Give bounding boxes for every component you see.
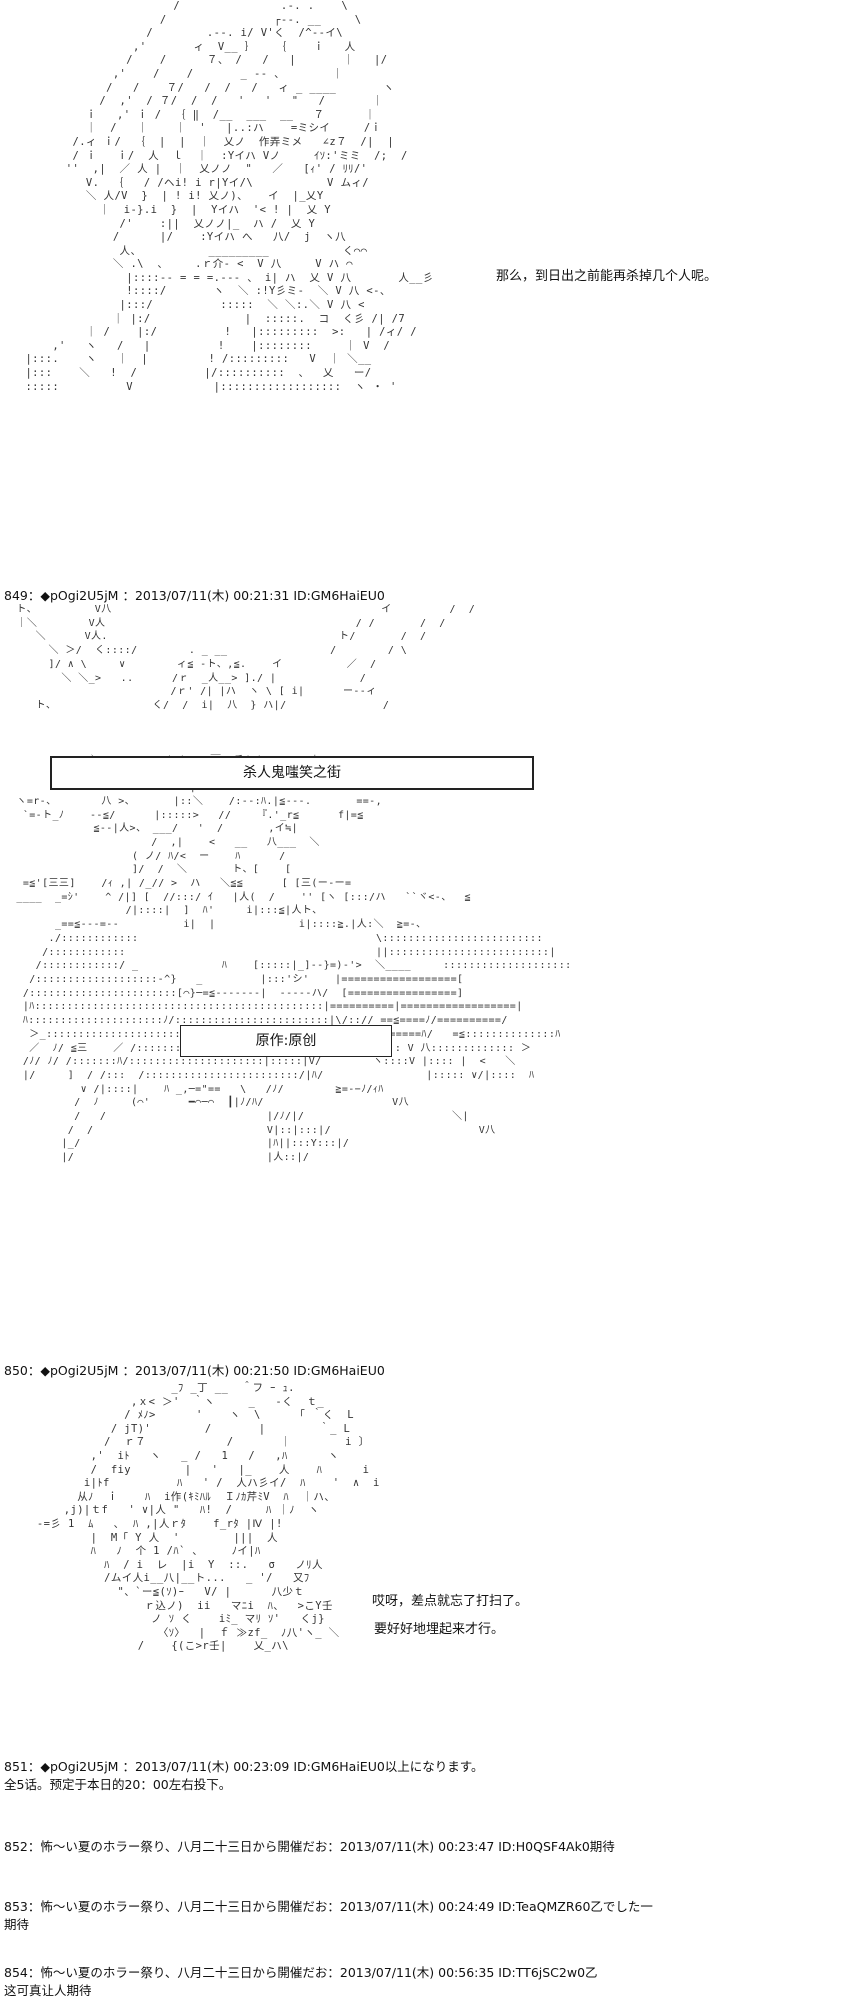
post-851-header: 851：◆pOgi2U5jM ：2013/07/11(木) 00:23:09 I… (4, 1759, 484, 1774)
ascii-art-figure-3: _ﾌ _丁 __ ＾フ ｰ ｭ. ,ｘ< ＞' ｀ヽ _ -く ｔ_ / ﾒﾉ>… (36, 1382, 380, 1653)
post-853-body: 期待 (4, 1917, 30, 1932)
speech-text-2b: 要好好地埋起来才行。 (374, 1622, 505, 1637)
ascii-art-figure-2: ト、 V八 イ / / ｜＼ V人 / / / / ＼ V人. ト/ / / (16, 604, 572, 1164)
title-box: 杀人鬼嗤笑之街 (50, 756, 534, 790)
credit-text: 原作:原创 (255, 1033, 317, 1049)
post-849-header: 849：◆pOgi2U5jM ：2013/07/11(木) 00:21:31 I… (4, 588, 385, 603)
post-854: 854：怖～い夏のホラー祭り、八月二十三日から開催だお：2013/07/11(木… (4, 1965, 598, 1980)
speech-text-1: 那么，到日出之前能再杀掉几个人呢。 (496, 269, 718, 284)
post-853: 853：怖～い夏のホラー祭り、八月二十三日から開催だお：2013/07/11(木… (4, 1899, 653, 1914)
post-851-body: 全5话。预定于本日的20：00左右投下。 (4, 1777, 232, 1792)
title-text: 杀人鬼嗤笑之街 (243, 765, 341, 781)
post-850-header: 850：◆pOgi2U5jM ：2013/07/11(木) 00:21:50 I… (4, 1363, 385, 1378)
credit-box: 原作:原创 (180, 1025, 392, 1057)
speech-text-2a: 哎呀，差点就忘了打扫了。 (372, 1594, 529, 1609)
ascii-art-figure-1: / .-. . \ / ┌--. __ \ / .--. i/ V'く /^--… (25, 0, 434, 393)
post-854-body: 这可真让人期待 (4, 1983, 92, 1998)
post-852: 852：怖～い夏のホラー祭り、八月二十三日から開催だお：2013/07/11(木… (4, 1839, 615, 1854)
